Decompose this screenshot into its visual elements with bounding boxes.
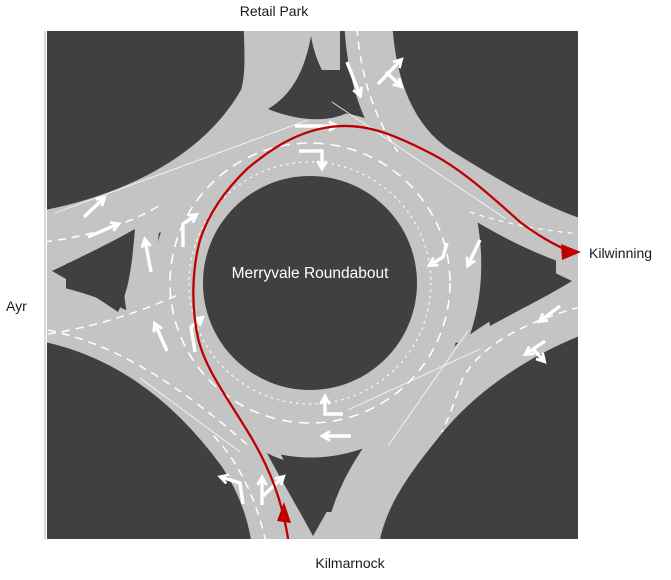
west-teardrop-island xyxy=(52,229,135,312)
arrow-east-entry-ahead xyxy=(540,304,562,321)
roundabout-canvas: Merryvale Roundabout xyxy=(47,31,578,539)
arrow-ring-west-north-b xyxy=(155,324,169,352)
road-southeast-sweep xyxy=(325,279,578,539)
arrow-ring-bottom-hook xyxy=(325,397,343,416)
ring-inner-guide xyxy=(188,161,432,405)
arrow-south-entry-left xyxy=(221,477,245,505)
ring-lane-divider xyxy=(169,142,451,424)
label-kilmarnock: Kilmarnock xyxy=(315,555,385,571)
label-ayr: Ayr xyxy=(6,298,27,314)
east-entry-divider xyxy=(441,306,578,433)
west-exit-divider xyxy=(47,293,181,335)
west-entry-divider xyxy=(47,203,163,243)
arrow-north-entry-fork-b xyxy=(384,70,401,86)
arrow-west-entry-a xyxy=(82,198,104,219)
splitter-islands xyxy=(52,36,572,536)
road-northeast-sweep xyxy=(344,31,578,268)
north-entry-divider xyxy=(356,31,399,153)
east-junction-splay xyxy=(433,179,482,347)
guide-line-southwest xyxy=(139,377,241,453)
label-retail-park: Retail Park xyxy=(240,3,309,19)
arrow-north-entry-ahead xyxy=(345,61,360,95)
arrow-west-entry-b xyxy=(87,224,118,239)
arrow-south-entry-fork xyxy=(261,477,283,498)
south-junction-splay xyxy=(240,410,389,458)
south-teardrop-island xyxy=(267,452,356,536)
label-kilwinning: Kilwinning xyxy=(589,245,652,261)
arrow-ring-west-north-a xyxy=(145,240,153,273)
arrow-east-entry-fork-a xyxy=(526,339,546,354)
arrow-east-entry-fork-b xyxy=(531,347,544,361)
lane-markings xyxy=(47,31,578,539)
junction-guide-lines xyxy=(54,101,507,453)
north-teardrop-island xyxy=(268,36,352,120)
guide-line-southeast-a xyxy=(347,348,481,411)
east-teardrop-island xyxy=(485,238,572,326)
guide-line-southeast-b xyxy=(387,330,469,447)
island-label: Merryvale Roundabout xyxy=(232,265,390,282)
road-southwest-sweep xyxy=(47,284,309,539)
arrow-ring-east-hook xyxy=(430,242,449,265)
west-junction-splay xyxy=(122,189,169,351)
arrow-ring-west-hook-b xyxy=(189,318,202,353)
southwest-splay-divider xyxy=(47,329,251,448)
central-island xyxy=(203,176,417,390)
east-exit-divider xyxy=(469,211,578,235)
arrow-north-entry-fork-a xyxy=(376,60,401,86)
route-exit-arrowhead xyxy=(561,244,581,260)
guide-line-northeast xyxy=(331,101,507,220)
arrow-ring-east-south xyxy=(468,239,482,265)
arrow-ring-west-hook-a xyxy=(181,215,196,247)
route-overlay xyxy=(192,124,567,539)
south-entry-divider xyxy=(209,431,267,539)
lane-arrows xyxy=(82,60,562,505)
route-entry-arrowhead xyxy=(277,502,291,523)
route-path xyxy=(192,124,567,539)
arrow-ring-top-exit-hook xyxy=(299,149,322,168)
